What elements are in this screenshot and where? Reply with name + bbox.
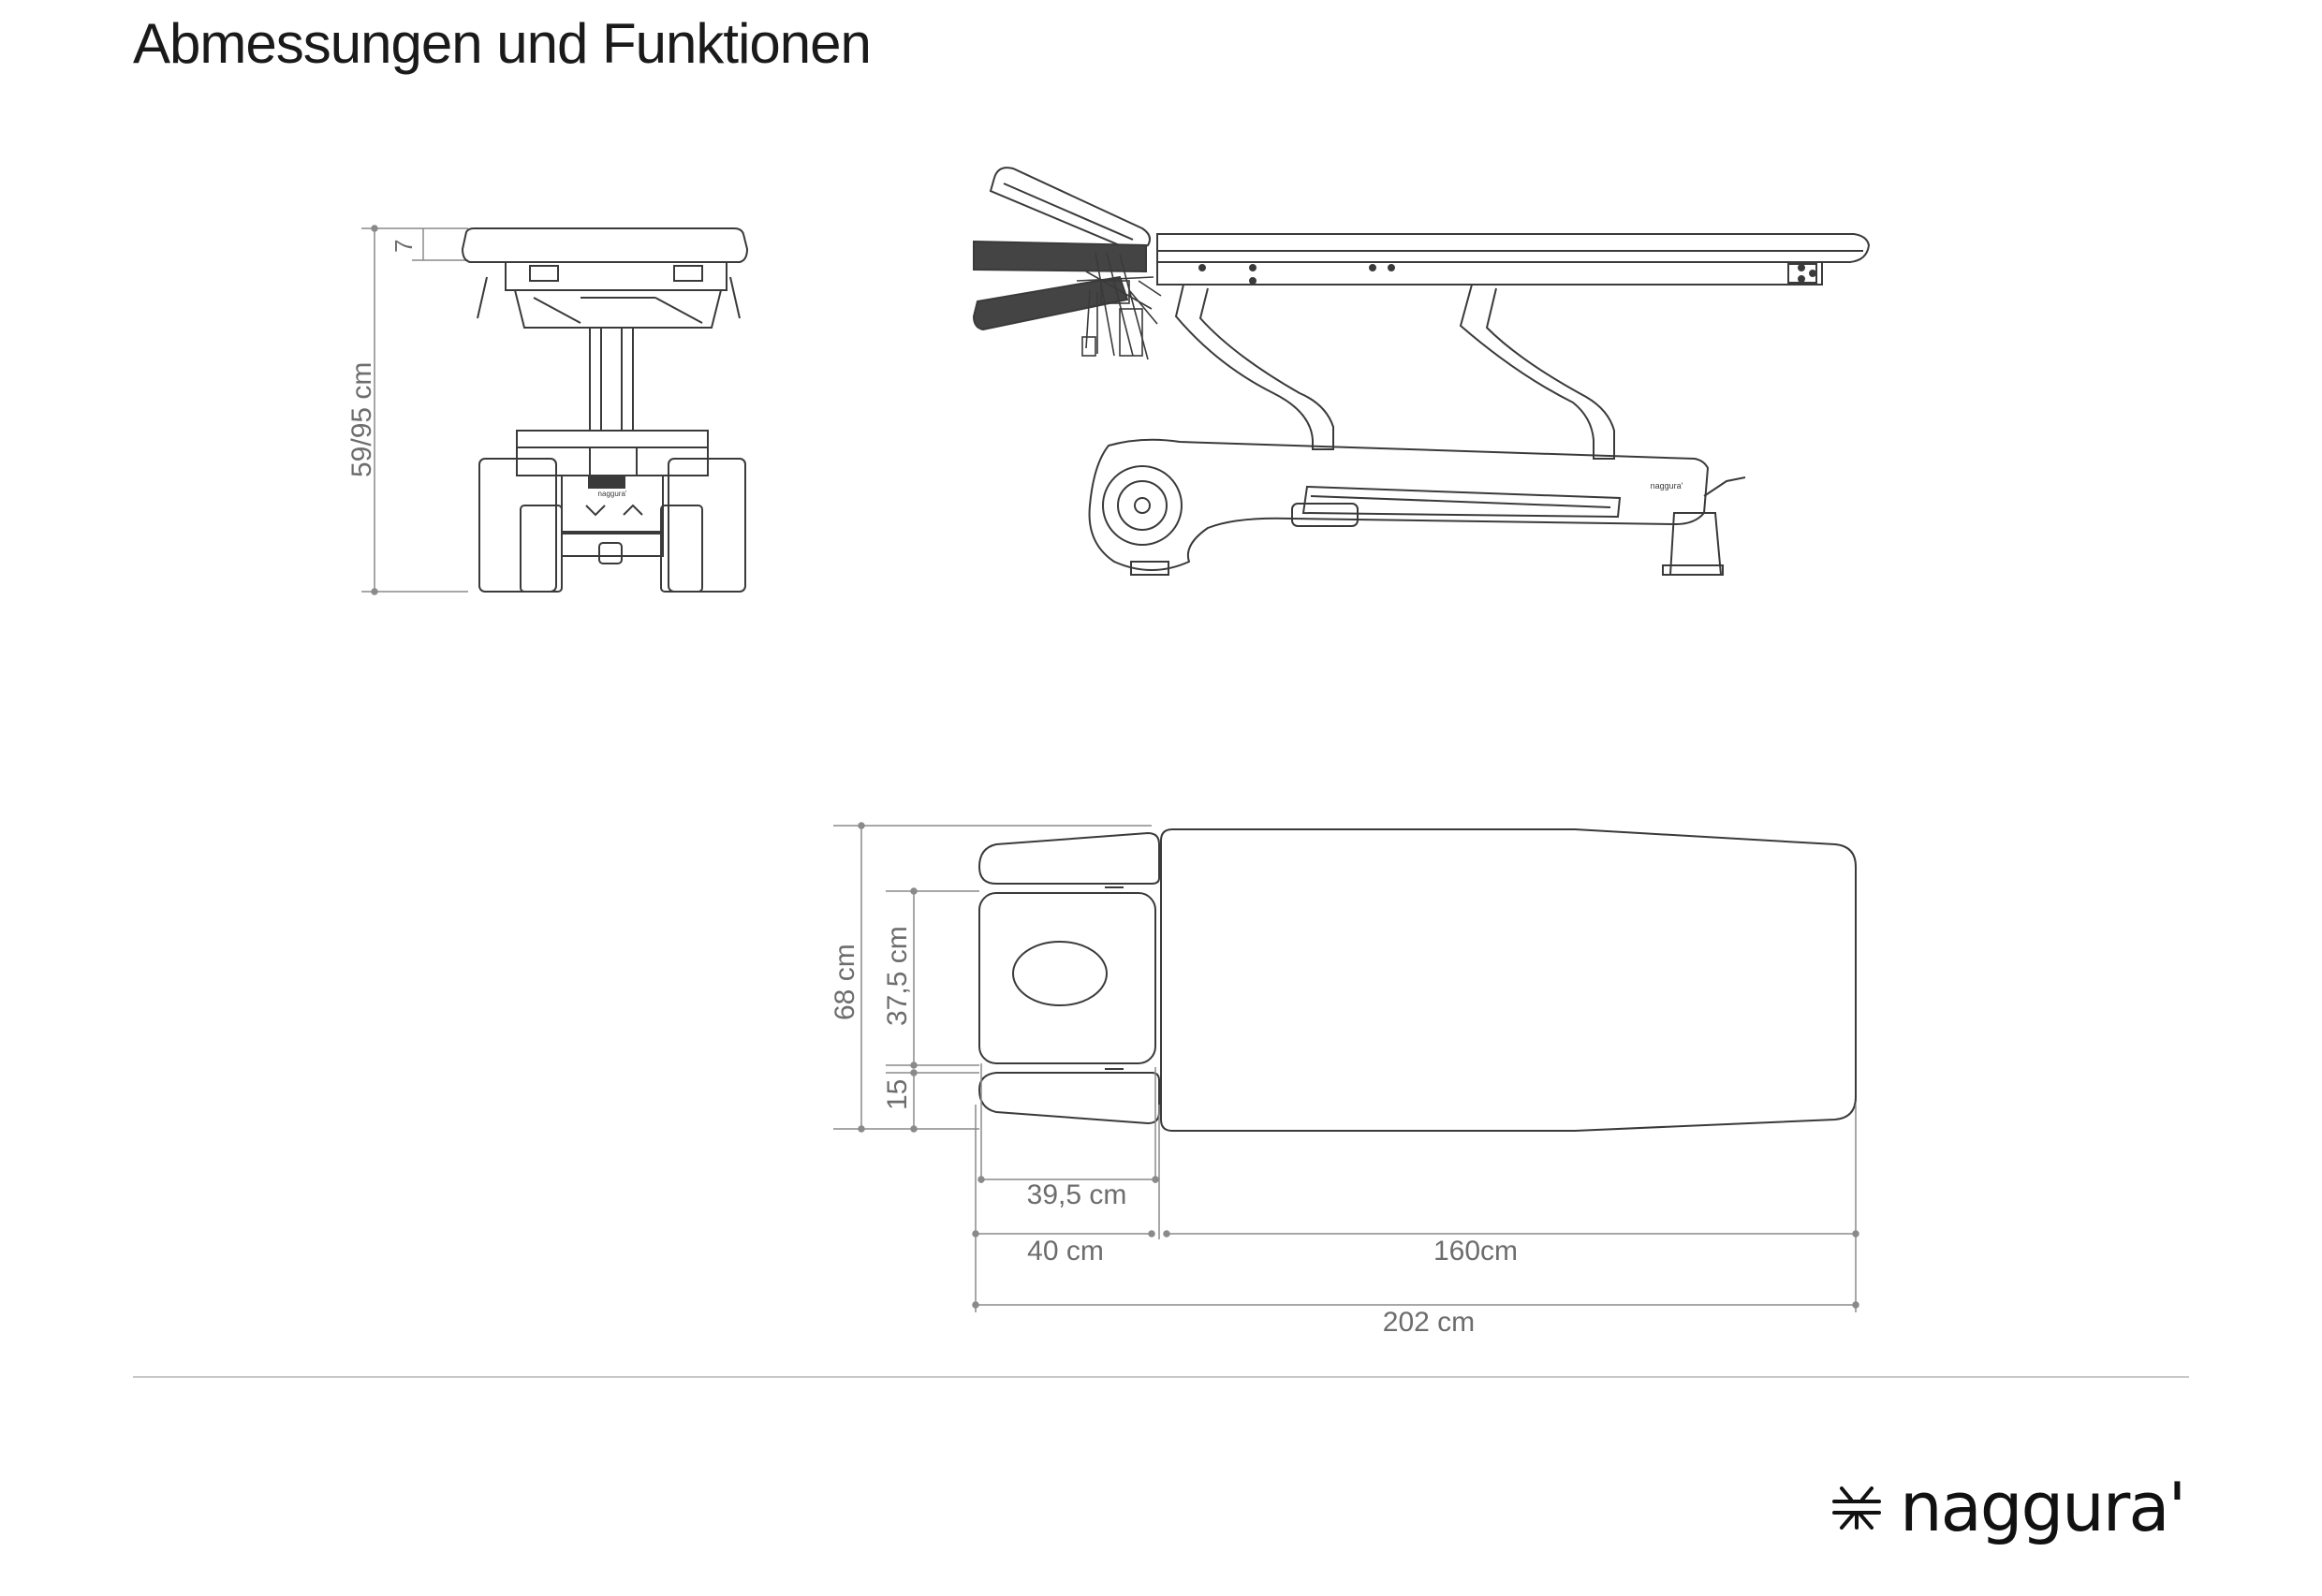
side-view bbox=[972, 167, 1871, 576]
side-logo-text: naggura' bbox=[1651, 481, 1683, 491]
front-height-label: 59/95 cm bbox=[346, 362, 377, 477]
naggura-mark-icon bbox=[1832, 1486, 1881, 1530]
front-base bbox=[516, 430, 709, 476]
top-face-pad-width-label: 37,5 cm bbox=[882, 926, 913, 1026]
front-top-pad bbox=[461, 227, 749, 263]
side-head-pad-level bbox=[973, 240, 1147, 273]
top-upper-arm-pad bbox=[977, 831, 1160, 885]
page-title: Abmessungen und Funktionen bbox=[133, 12, 872, 75]
side-pedal bbox=[1291, 503, 1359, 527]
top-total-length-label: 202 cm bbox=[1383, 1307, 1475, 1338]
front-height-dimension bbox=[361, 225, 468, 595]
top-head-section-length-label: 40 cm bbox=[1027, 1236, 1104, 1267]
top-view bbox=[833, 822, 1859, 1312]
front-view: 59/95 cm 7 bbox=[346, 225, 749, 595]
side-right-leg bbox=[1455, 284, 1615, 460]
top-face-pad bbox=[978, 892, 1156, 1064]
top-face-hole bbox=[1012, 941, 1108, 1006]
top-lower-arm-pad bbox=[977, 1072, 1160, 1125]
side-left-leg bbox=[1167, 284, 1334, 450]
front-pad-thickness-label: 7 bbox=[389, 240, 418, 253]
side-main-pad bbox=[1156, 233, 1871, 263]
side-head-pad-lowered bbox=[972, 275, 1129, 331]
side-base bbox=[1088, 438, 1710, 571]
front-right-foot bbox=[668, 458, 746, 593]
brand-logo: naggura' bbox=[1830, 1468, 2186, 1546]
top-width-label: 68 cm bbox=[830, 944, 860, 1020]
top-dimensions bbox=[833, 822, 1859, 1312]
front-logo-text: naggura' bbox=[598, 490, 627, 498]
side-head-pad-raised bbox=[989, 167, 1151, 253]
side-wheel-outer bbox=[1102, 465, 1183, 546]
top-face-pad-length-label: 39,5 cm bbox=[1027, 1179, 1127, 1210]
top-arm-pad-width-label: 15 bbox=[882, 1079, 913, 1110]
top-main-pad bbox=[1160, 828, 1857, 1132]
side-frame-bar bbox=[1156, 261, 1823, 286]
brand-name: naggura' bbox=[1900, 1468, 2186, 1546]
front-column bbox=[589, 327, 634, 432]
side-head-mechanism bbox=[1076, 252, 1162, 360]
side-wheel-inner bbox=[1117, 480, 1168, 531]
top-body-section-length-label: 160cm bbox=[1433, 1236, 1518, 1267]
front-lift-block bbox=[513, 289, 723, 329]
front-left-foot bbox=[478, 458, 557, 593]
footer-divider bbox=[133, 1376, 2189, 1378]
